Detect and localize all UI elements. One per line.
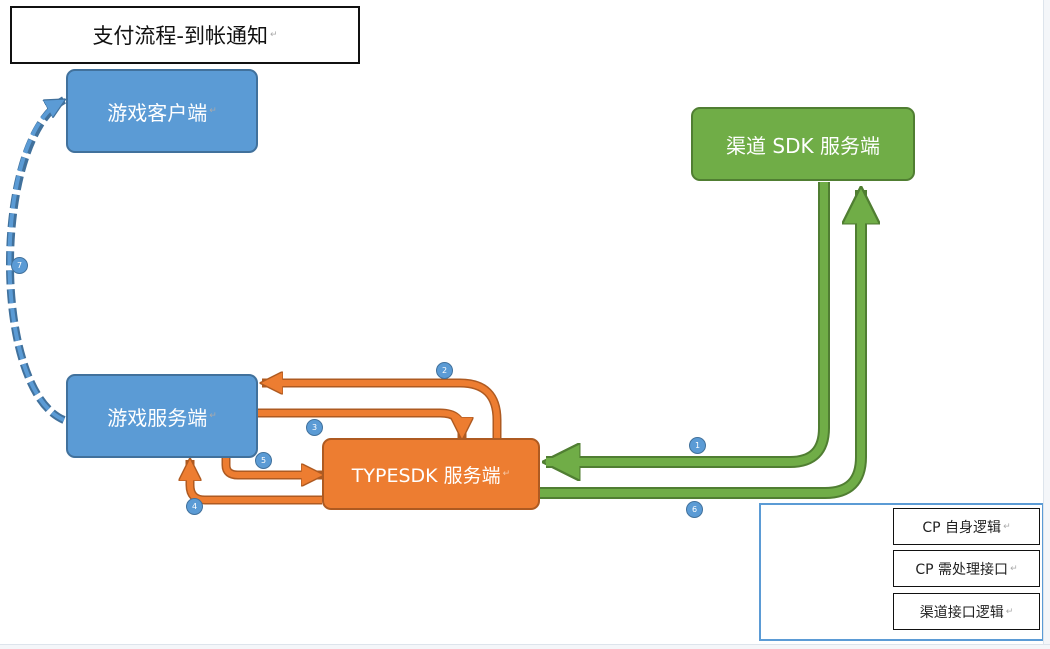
return-mark-icon: ↵: [209, 411, 217, 421]
step-badge-3: 3: [306, 419, 323, 436]
arrow-3-server-to-typesdk: [258, 408, 462, 438]
step-badge-5: 5: [255, 452, 272, 469]
node-typesdk: TYPESDK 服务端 ↵: [322, 438, 540, 510]
step-badge-7: 7: [11, 257, 28, 274]
diagram-title: 支付流程-到帐通知 ↵: [10, 6, 360, 64]
node-typesdk-label: TYPESDK 服务端: [351, 464, 501, 487]
return-mark-icon: ↵: [209, 106, 217, 116]
page-edge-right: [1043, 0, 1050, 649]
legend-label-cp-self: CP 自身逻辑 ↵: [893, 508, 1040, 545]
node-game-client: 游戏客户端 ↵: [66, 69, 258, 153]
node-game-server: 游戏服务端 ↵: [66, 374, 258, 458]
return-mark-icon: ↵: [270, 30, 278, 40]
return-mark-icon: ↵: [1010, 563, 1018, 574]
arrow-4-typesdk-to-server: [190, 460, 322, 505]
step-badge-2: 2: [436, 362, 453, 379]
return-mark-icon: ↵: [1005, 606, 1014, 617]
arrow-1-channel-to-typesdk: [546, 182, 830, 462]
legend-label-cp-interface: CP 需处理接口 ↵: [893, 550, 1040, 587]
return-mark-icon: ↵: [502, 469, 511, 479]
legend-text-channel-interface: 渠道接口逻辑: [919, 604, 1004, 621]
node-channel-sdk-label: 渠道 SDK 服务端: [726, 133, 880, 158]
node-game-client-label: 游戏客户端: [107, 100, 208, 125]
step-badge-1: 1: [689, 437, 706, 454]
legend-text-cp-self: CP 自身逻辑: [922, 519, 1002, 536]
legend-label-channel-interface: 渠道接口逻辑 ↵: [893, 593, 1040, 630]
return-mark-icon: ↵: [1003, 521, 1011, 532]
arrow-2-typesdk-to-server: [262, 383, 502, 440]
step-badge-6: 6: [686, 501, 703, 518]
arrow-7-server-to-client: [6, 96, 64, 424]
legend: CP 自身逻辑 ↵ CP 需处理接口 ↵ 渠道接口逻辑 ↵: [759, 503, 1044, 641]
node-game-server-label: 游戏服务端: [107, 405, 208, 430]
diagram-title-text: 支付流程-到帐通知: [92, 24, 269, 48]
legend-text-cp-interface: CP 需处理接口: [915, 561, 1009, 578]
page-edge-bottom: [0, 644, 1050, 649]
arrow-6-typesdk-to-channel: [540, 190, 861, 499]
step-badge-4: 4: [186, 498, 203, 515]
arrow-5-server-to-typesdk: [221, 458, 322, 475]
node-channel-sdk: 渠道 SDK 服务端: [691, 107, 915, 181]
